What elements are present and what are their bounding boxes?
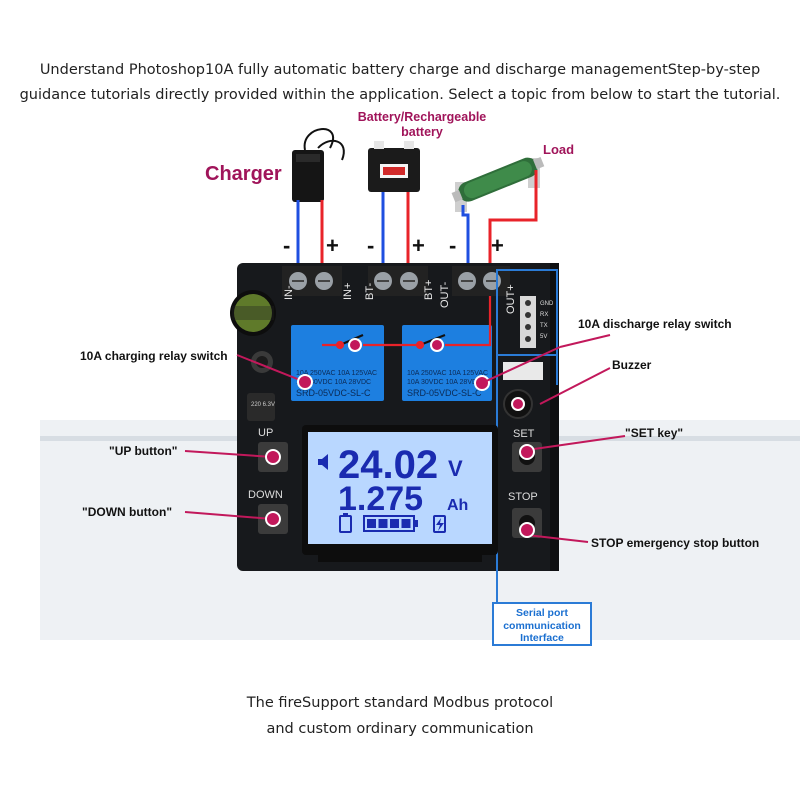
lcd-voltage-unit: V: [448, 456, 463, 481]
footer-description: The fireSupport standard Modbus protocol…: [0, 690, 800, 742]
lcd-battery-segment: [390, 519, 399, 528]
sign-out-plus: +: [491, 233, 504, 258]
buzzer-label: Buzzer: [612, 358, 652, 372]
pin-gnd-label: GND: [540, 301, 554, 307]
serial-label-line-3: Interface: [520, 632, 564, 644]
down-button-callout: "DOWN button": [82, 505, 173, 519]
set-key-callout: "SET key": [625, 426, 684, 440]
up-button-callout: "UP button": [109, 444, 178, 458]
discharge-relay-label: 10A discharge relay switch: [578, 317, 732, 331]
sign-bt-minus: -: [367, 233, 374, 258]
capacitor: [230, 290, 276, 336]
sign-out-minus: -: [449, 233, 456, 258]
load-label: Load: [543, 142, 575, 157]
lcd-capacity-unit: Ah: [447, 497, 468, 514]
lcd-battery-segment: [401, 519, 411, 528]
header-line-1: Understand Photoshop10A fully automatic …: [39, 62, 761, 78]
regulator-chip: [247, 393, 275, 421]
lcd-battery-icon: [339, 513, 352, 533]
svg-text:10A 30VDC 10A 28VDC: 10A 30VDC 10A 28VDC: [296, 379, 371, 386]
set-key-label: SET: [513, 428, 535, 440]
lcd-battery-segment: [378, 519, 388, 528]
terminal-bt-plus-label: BT+: [423, 280, 435, 300]
charger-label: Charger: [205, 163, 282, 185]
footer-line-2: and custom ordinary communication: [266, 721, 534, 737]
charging-relay-label: 10A charging relay switch: [80, 349, 228, 363]
polarity-signs: - + - + - +: [283, 233, 504, 258]
sign-in-plus: +: [326, 233, 339, 258]
sign-bt-plus: +: [412, 233, 425, 258]
lcd-capacity: 1.275: [338, 480, 423, 518]
load-resistor-icon: [451, 157, 545, 212]
svg-text:10A 250VAC 10A 125VAC: 10A 250VAC 10A 125VAC: [296, 370, 377, 377]
lcd-charging-icon: [433, 515, 446, 533]
lcd-battery-level-bar: [363, 515, 418, 532]
lcd-battery-segment: [367, 519, 376, 528]
speaker-icon: [318, 454, 328, 470]
pin-tx-label: TX: [540, 323, 548, 329]
sign-in-minus: -: [283, 233, 290, 258]
terminal-in-minus-label: IN-: [283, 285, 295, 300]
regulator-chip-label: 220 6.3V: [251, 402, 275, 408]
svg-text:SRD-05VDC-SL-C: SRD-05VDC-SL-C: [407, 388, 482, 398]
battery-label-line-2: battery: [401, 125, 443, 139]
terminal-in-plus-label: IN+: [342, 283, 354, 300]
terminal-out-minus-label: OUT-: [439, 281, 451, 308]
terminal-out-plus-label: OUT+: [505, 284, 517, 314]
terminal-blocks: [282, 266, 510, 296]
battery-label-line-1: Battery/Rechargeable: [357, 110, 487, 124]
pin-rx-label: RX: [540, 312, 548, 318]
header-description: Understand Photoshop10A fully automatic …: [0, 58, 800, 108]
pointer-lines: [184, 334, 626, 543]
pin-5v-label: 5V: [540, 334, 547, 340]
lcd-voltage: 24.02: [338, 443, 438, 487]
terminal-bt-minus-label: BT-: [364, 283, 376, 300]
svg-text:10A 250VAC 10A 125VAC: 10A 250VAC 10A 125VAC: [407, 370, 488, 377]
serial-port-callout: Serial port communication Interface: [492, 602, 592, 646]
battery-icon: [368, 141, 420, 192]
svg-text:10A 30VDC 10A 28VDC: 10A 30VDC 10A 28VDC: [407, 379, 482, 386]
up-button-label: UP: [258, 427, 273, 439]
header-line-2: guidance tutorials directly provided wit…: [19, 87, 781, 103]
down-button-label: DOWN: [248, 489, 283, 501]
serial-label-line-1: Serial port: [516, 607, 568, 619]
footer-line-1: The fireSupport standard Modbus protocol: [246, 695, 554, 711]
battery-label: Battery/Rechargeable battery: [342, 110, 502, 140]
serial-port-connector: GND RX TX 5V: [496, 269, 558, 380]
svg-text:SRD-05VDC-SL-C: SRD-05VDC-SL-C: [296, 388, 371, 398]
stop-button-callout: STOP emergency stop button: [591, 536, 760, 550]
stop-button-label: STOP: [508, 491, 538, 503]
charger-adapter-icon: [292, 128, 345, 202]
serial-label-line-2: communication: [503, 619, 581, 632]
